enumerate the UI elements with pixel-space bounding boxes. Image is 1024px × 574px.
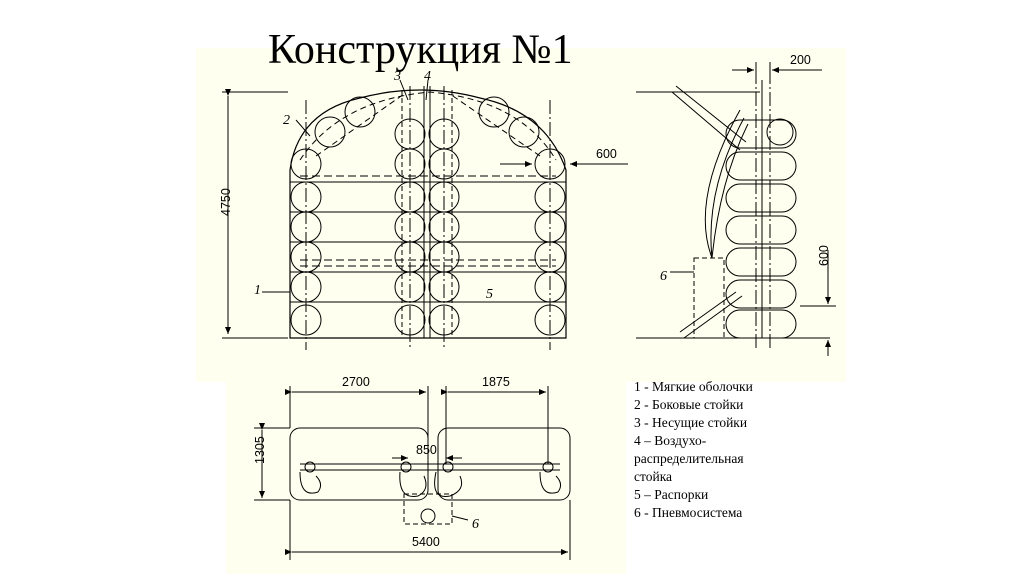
callout-3: 3 xyxy=(393,69,401,84)
dimension-5400: 5400 xyxy=(412,535,440,549)
plan-view xyxy=(254,386,571,560)
callout-1: 1 xyxy=(254,283,261,298)
dimension-600-side: 600 xyxy=(817,245,831,266)
legend-item: 3 - Несущие стойки xyxy=(634,415,748,430)
legend: 1 - Мягкие оболочки 2 - Боковые стойки 3… xyxy=(634,378,834,522)
legend-item: 6 - Пневмосистема xyxy=(634,505,743,520)
callout-4: 4 xyxy=(424,69,431,84)
legend-item: 2 - Боковые стойки xyxy=(634,397,744,412)
legend-item: 1 - Мягкие оболочки xyxy=(634,379,753,394)
callout-2: 2 xyxy=(283,113,290,128)
callout-6-plan: 6 xyxy=(472,517,479,532)
posts xyxy=(305,86,551,350)
front-view xyxy=(222,79,628,350)
callout-6-side: 6 xyxy=(660,269,667,284)
shell-circles xyxy=(290,96,566,336)
dimension-1875: 1875 xyxy=(482,375,510,389)
side-view xyxy=(636,62,836,356)
dimension-height: 4750 xyxy=(219,188,233,216)
legend-item: стойка xyxy=(634,469,673,484)
legend-item: 4 – Воздухо- xyxy=(634,433,707,448)
dimension-2700: 2700 xyxy=(342,375,370,389)
page-title: Конструкция №1 xyxy=(268,27,573,73)
legend-item: 5 – Распорки xyxy=(634,487,709,502)
dimension-200: 200 xyxy=(790,53,811,67)
callout-5: 5 xyxy=(486,287,493,302)
dimension-600-front: 600 xyxy=(596,147,617,161)
plan-panel-background xyxy=(226,378,626,574)
dimension-1305: 1305 xyxy=(253,436,267,464)
dimension-850: 850 xyxy=(416,443,437,457)
legend-item: распределительная xyxy=(634,451,744,466)
log-rows xyxy=(290,175,566,339)
drawing-panel-background xyxy=(196,48,846,382)
